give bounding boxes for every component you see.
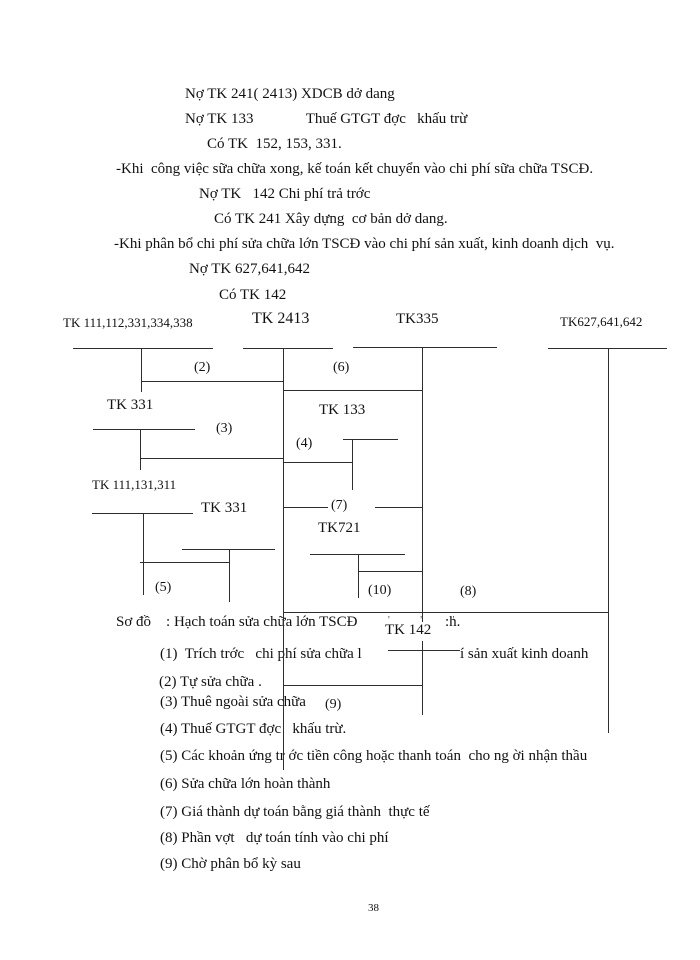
tk721-t-vertical-line xyxy=(358,554,359,598)
legend-item-1-prefix: (1) Trích trớc chi phí sửa chữa l xyxy=(160,646,362,662)
tk721-t-top-line xyxy=(310,554,405,555)
flow-label-8: (8) xyxy=(460,584,477,599)
inner-t-vertical-line xyxy=(229,549,230,602)
intro-line-3: Có TK 152, 153, 331. xyxy=(207,136,342,152)
legend-item-3: (3) Thuê ngoài sửa chữa xyxy=(160,694,306,710)
tk133-t-vertical-line xyxy=(352,439,353,490)
account-label-331-b: TK 331 xyxy=(201,500,248,516)
caption-obscured-fragments: ' ' ' xyxy=(388,615,469,626)
intro-line-8: Nợ TK 627,641,642 xyxy=(189,261,310,277)
account-label-721: TK721 xyxy=(318,520,361,536)
flow-7-line-left xyxy=(283,507,328,508)
page-number: 38 xyxy=(368,902,379,914)
account-label-133: TK 133 xyxy=(319,402,366,418)
acc1-t-top-line xyxy=(73,348,213,349)
flow-label-9: (9) xyxy=(325,697,342,712)
account-label-111-131-311: TK 111,131,311 xyxy=(92,477,177,492)
legend-item-6: (6) Sửa chữa lớn hoàn thành xyxy=(160,776,331,792)
caption-prefix: Sơ đồ : Hạch toán sửa chữa lớn TSCĐ xyxy=(116,614,358,630)
intro-line-4: -Khi công việc sữa chữa xong, kế toán kế… xyxy=(116,161,594,177)
tk331b-t-top-line xyxy=(92,513,193,514)
flow-5-line xyxy=(140,562,229,563)
tk142-t-top-line xyxy=(388,650,460,651)
inner-t-top-line xyxy=(182,549,275,550)
acc2-t-top-line xyxy=(243,348,333,349)
intro-line-6: Có TK 241 Xây dựng cơ bản dở dang. xyxy=(214,211,448,227)
acc3-t-vertical-line xyxy=(422,347,423,715)
tk331b-t-vertical-line xyxy=(143,513,144,595)
caption-suffix: :h. xyxy=(445,614,461,630)
acc4-t-top-line xyxy=(548,348,667,349)
account-label-627-641-642: TK627,641,642 xyxy=(560,314,643,329)
flow-9-line xyxy=(283,685,422,686)
intro-line-5: Nợ TK 142 Chi phí trả trớc xyxy=(199,186,371,202)
flow-4-line xyxy=(283,462,352,463)
account-label-2413: TK 2413 xyxy=(252,310,310,327)
legend-item-7: (7) Giá thành dự toán bằng giá thành thự… xyxy=(160,804,430,820)
flow-2-line xyxy=(141,381,283,382)
acc2-t-vertical-line xyxy=(283,348,284,770)
intro-line-9: Có TK 142 xyxy=(219,287,287,303)
intro-line-1: Nợ TK 241( 2413) XDCB dở dang xyxy=(185,86,395,102)
legend-item-2: (2) Tự sửa chữa . xyxy=(159,674,262,690)
flow-label-3: (3) xyxy=(216,421,233,436)
account-label-142: TK 142 xyxy=(381,622,436,641)
tk331a-t-vertical-line xyxy=(140,429,141,470)
flow-3-line xyxy=(140,458,283,459)
flow-label-2: (2) xyxy=(194,360,211,375)
flow-label-10: (10) xyxy=(368,583,392,598)
account-label-111-112-331-334-338: TK 111,112,331,334,338 xyxy=(63,315,193,330)
flow-label-4: (4) xyxy=(296,436,313,451)
account-label-335: TK335 xyxy=(396,311,439,327)
intro-line-2: Nợ TK 133 Thuế GTGT đợc khấu trừ xyxy=(185,111,468,127)
flow-8-line xyxy=(283,612,608,613)
flow-label-6: (6) xyxy=(333,360,350,375)
legend-item-8: (8) Phần vợt dự toán tính vào chi phí xyxy=(160,830,389,846)
acc1-t-vertical-line xyxy=(141,348,142,392)
flow-6-line xyxy=(283,390,422,391)
legend-item-9: (9) Chờ phân bổ kỳ sau xyxy=(160,856,301,872)
acc3-t-top-line xyxy=(353,347,497,348)
intro-line-7: -Khi phân bổ chi phí sửa chữa lớn TSCĐ v… xyxy=(114,236,615,252)
tk331a-t-top-line xyxy=(93,429,195,430)
flow-label-5: (5) xyxy=(155,580,172,595)
legend-item-4: (4) Thuế GTGT đợc khấu trừ. xyxy=(160,721,347,737)
flow-label-7: (7) xyxy=(331,498,348,513)
legend-item-5: (5) Các khoản ứng tr ớc tiền công hoặc t… xyxy=(160,748,588,764)
legend-item-1-suffix: í sản xuất kinh doanh xyxy=(460,646,589,662)
account-label-331-a: TK 331 xyxy=(107,397,154,413)
flow-10-line xyxy=(358,571,422,572)
flow-7-line-right xyxy=(375,507,422,508)
tk133-t-top-line xyxy=(343,439,398,440)
acc4-t-vertical-line xyxy=(608,348,609,733)
